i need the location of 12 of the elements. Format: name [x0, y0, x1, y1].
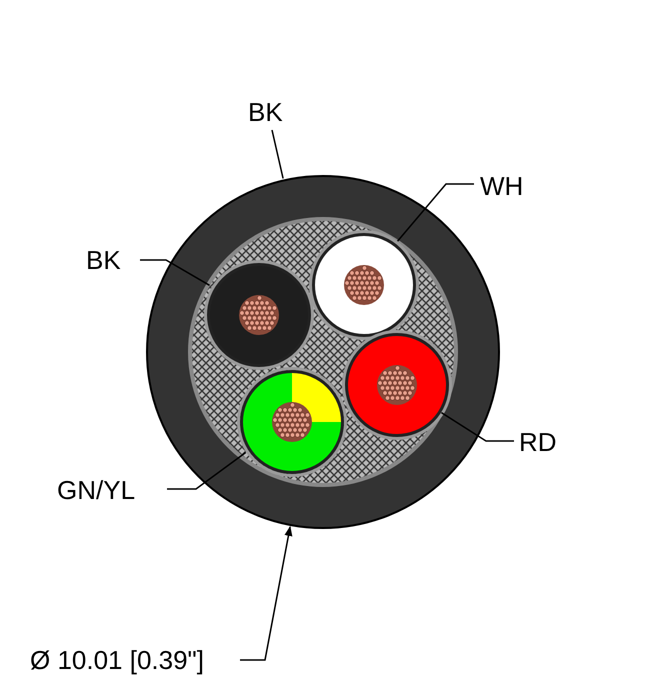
dimension-leader-arrow [240, 526, 292, 661]
color-code-label: BK [86, 245, 121, 275]
leader-line [167, 452, 246, 490]
color-code-label: WH [480, 171, 524, 201]
leader-line [441, 412, 514, 442]
color-code-label: BK [248, 97, 283, 127]
color-code-label: RD [519, 427, 557, 457]
leader-line [271, 130, 284, 179]
diameter-label: Ø 10.01 [0.39"] [30, 645, 204, 675]
color-code-label: GN/YL [57, 475, 136, 505]
leader-line [140, 259, 210, 286]
leader-line [397, 183, 474, 242]
